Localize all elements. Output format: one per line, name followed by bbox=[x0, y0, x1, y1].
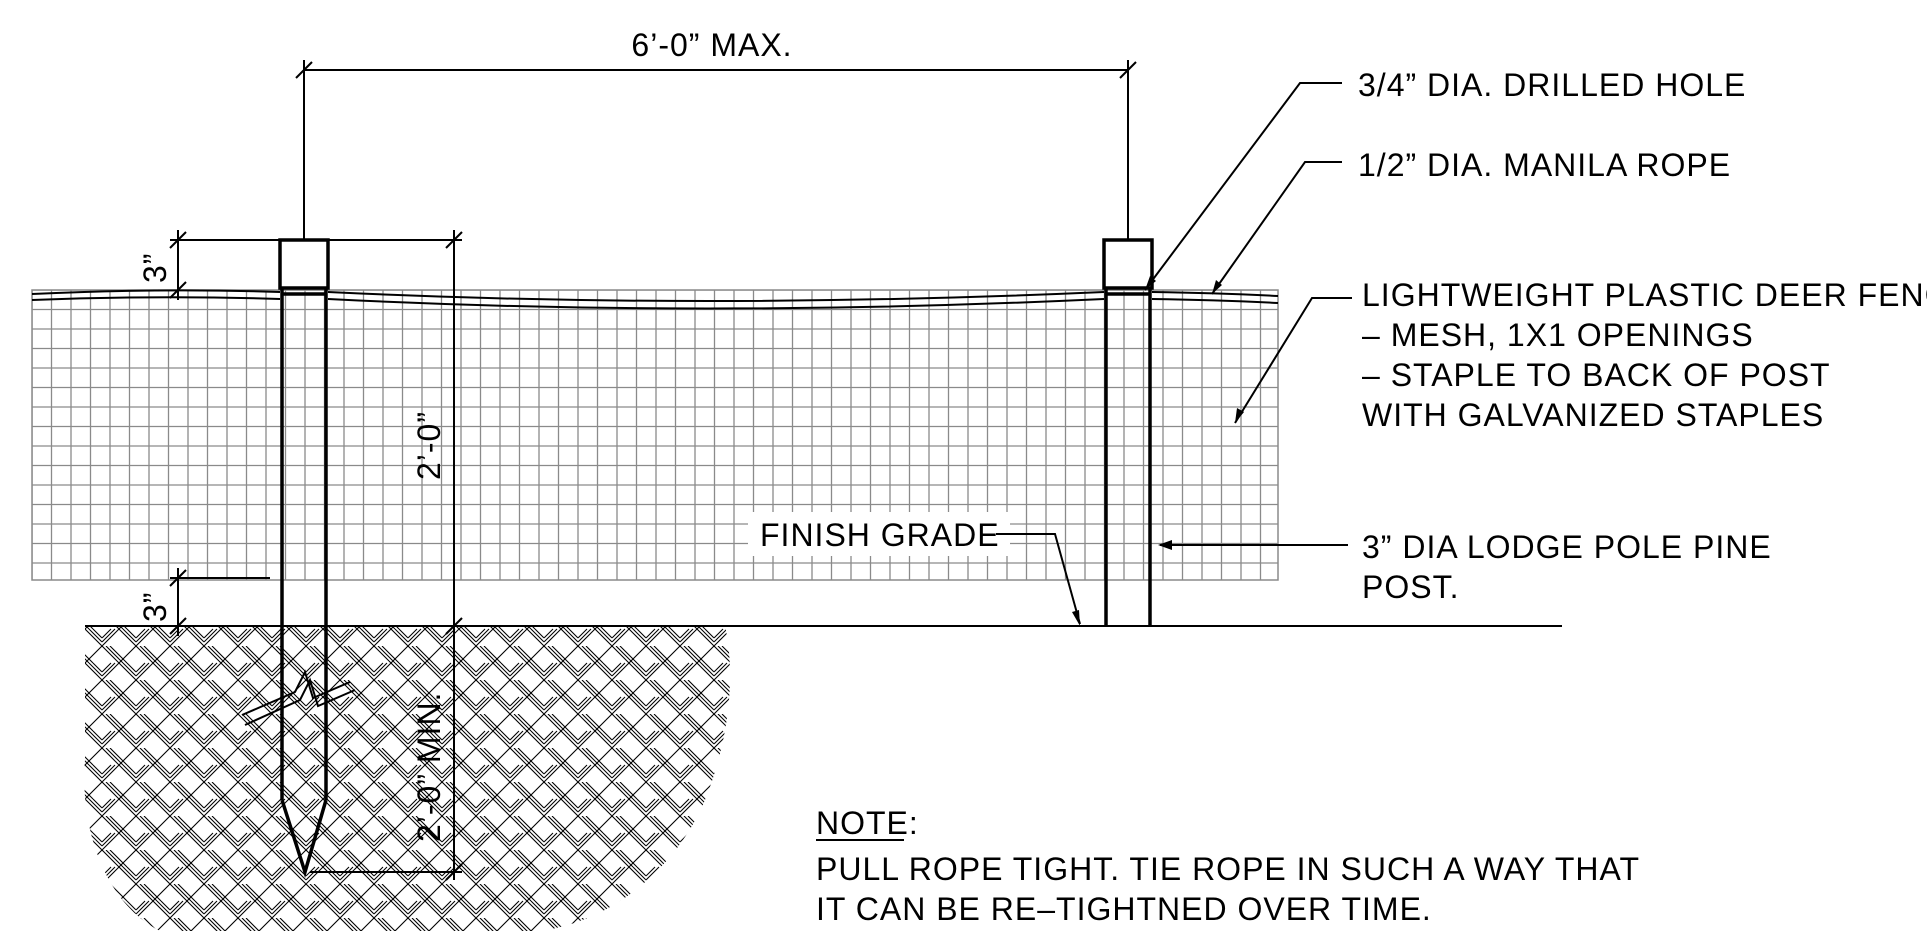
drilled-hole-label: 3/4” DIA. DRILLED HOLE bbox=[1358, 67, 1746, 103]
dimension-bottom-offset: 3” bbox=[137, 568, 270, 636]
fence-label-line-4: WITH GALVANIZED STAPLES bbox=[1362, 397, 1824, 433]
right-post bbox=[1102, 238, 1154, 626]
dimension-spacing: 6’-0” MAX. bbox=[295, 27, 1137, 240]
embed-depth-label: 2’-0” MIN. bbox=[411, 692, 447, 842]
post-label-line-2: POST. bbox=[1362, 569, 1459, 605]
top-offset-label: 3” bbox=[137, 253, 173, 283]
fence-label-line-3: – STAPLE TO BACK OF POST bbox=[1362, 357, 1831, 393]
fence-outline bbox=[31, 289, 1279, 581]
break-symbol bbox=[244, 677, 356, 726]
left-post bbox=[278, 238, 330, 878]
dimension-vertical: 2’-0” 2’-0” MIN. bbox=[310, 230, 463, 881]
rope bbox=[31, 289, 1279, 310]
soil-hatch bbox=[84, 626, 731, 931]
callout-post: 3” DIA LODGE POLE PINE POST. bbox=[1158, 529, 1772, 605]
callout-finish-grade: FINISH GRADE bbox=[748, 512, 1081, 626]
rope-label: 1/2” DIA. MANILA ROPE bbox=[1358, 147, 1731, 183]
post-label-line-1: 3” DIA LODGE POLE PINE bbox=[1362, 529, 1772, 565]
callout-fence: LIGHTWEIGHT PLASTIC DEER FENCE – MESH, 1… bbox=[1234, 277, 1927, 433]
note-heading: NOTE: bbox=[816, 805, 919, 841]
callout-rope: 1/2” DIA. MANILA ROPE bbox=[1211, 147, 1731, 295]
fence-height-label: 2’-0” bbox=[411, 411, 447, 480]
note-block: NOTE: PULL ROPE TIGHT. TIE ROPE IN SUCH … bbox=[816, 805, 1640, 927]
dimension-top-offset: 3” bbox=[137, 230, 280, 300]
finish-grade-label: FINISH GRADE bbox=[760, 517, 1000, 553]
bottom-offset-label: 3” bbox=[137, 592, 173, 622]
note-line-1: PULL ROPE TIGHT. TIE ROPE IN SUCH A WAY … bbox=[816, 851, 1640, 887]
fence-label-line-2: – MESH, 1X1 OPENINGS bbox=[1362, 317, 1754, 353]
spacing-label: 6’-0” MAX. bbox=[631, 27, 792, 63]
note-line-2: IT CAN BE RE–TIGHTNED OVER TIME. bbox=[816, 891, 1432, 927]
callout-drilled-hole: 3/4” DIA. DRILLED HOLE bbox=[1144, 67, 1746, 291]
fence-label-line-1: LIGHTWEIGHT PLASTIC DEER FENCE bbox=[1362, 277, 1927, 313]
deer-fence-mesh bbox=[32, 290, 1278, 580]
